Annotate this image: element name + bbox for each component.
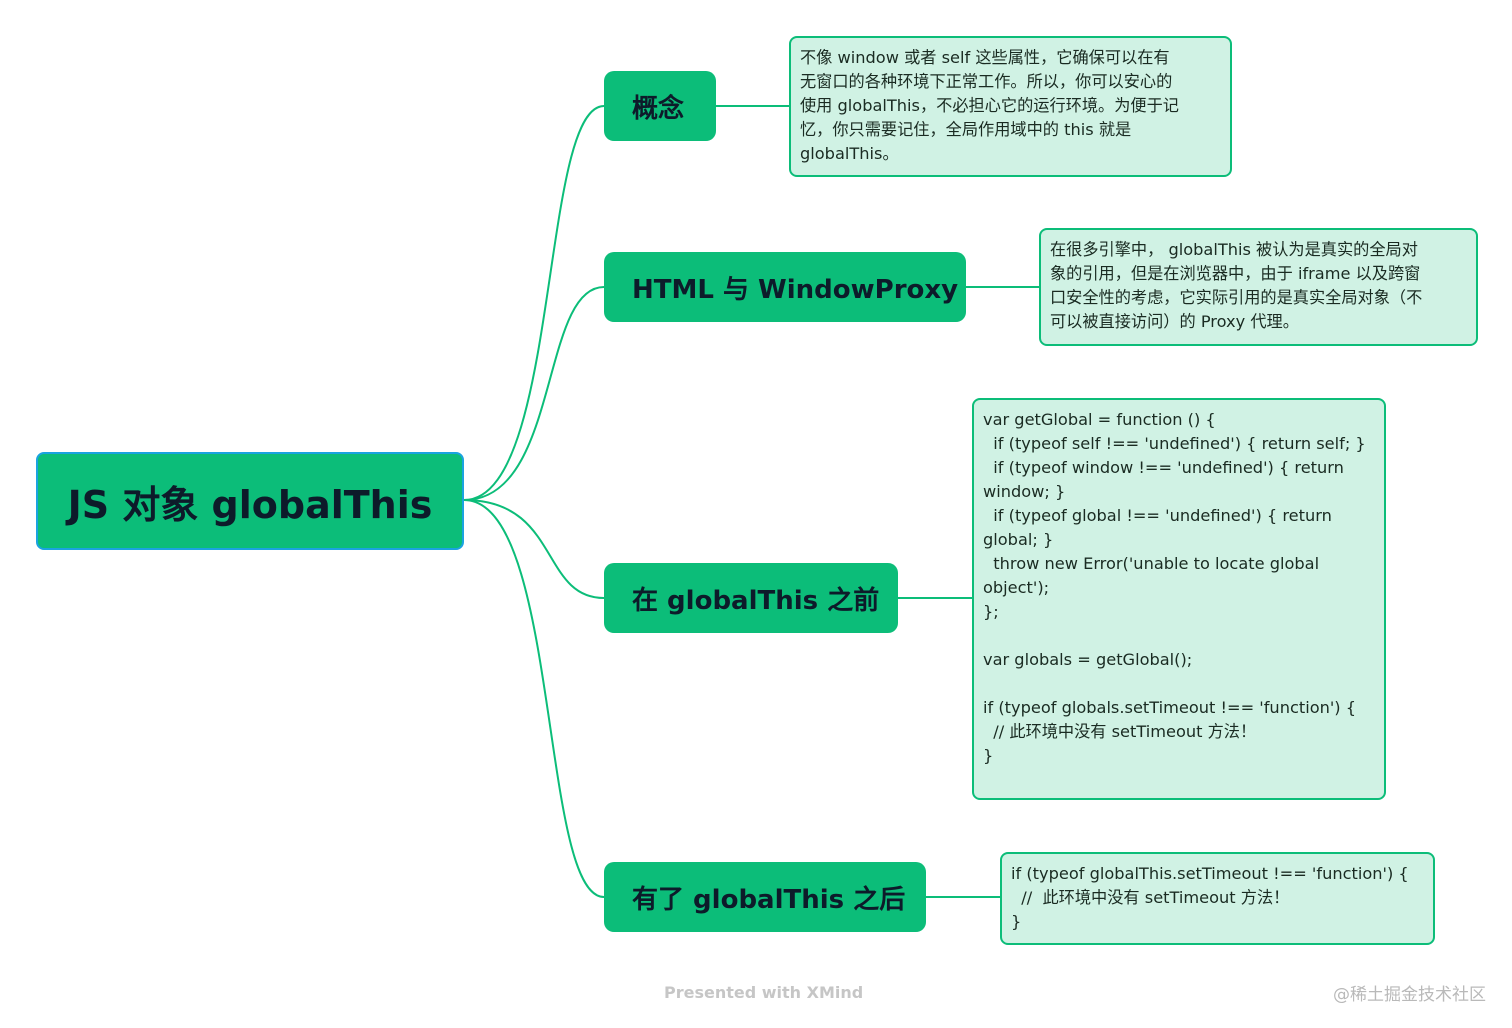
note-line: // 此环境中没有 setTimeout 方法！ [983, 722, 1257, 741]
root-topic[interactable]: JS 对象 globalThis [36, 452, 464, 550]
note-line: object'); [983, 578, 1050, 597]
note-line [983, 624, 1375, 648]
note-line: var globals = getGlobal(); [983, 650, 1193, 669]
note-line: globalThis。 [800, 144, 899, 163]
note-line: // 此环境中没有 setTimeout 方法！ [1011, 888, 1290, 907]
note-line: var getGlobal = function () { [983, 410, 1216, 429]
note-line: } [983, 746, 994, 765]
note-line: if (typeof globalThis.setTimeout !== 'fu… [1011, 864, 1409, 883]
note-line: 象的引用，但是在浏览器中，由于 iframe 以及跨窗 [1050, 264, 1421, 283]
note-line: window; } [983, 482, 1066, 501]
note-line: 在很多引擎中， globalThis 被认为是真实的全局对 [1050, 240, 1418, 259]
connector-root-to-after [463, 499, 605, 898]
note-line: throw new Error('unable to locate global [983, 554, 1320, 573]
note-line: 忆，你只需要记住，全局作用域中的 this 就是 [800, 120, 1132, 139]
note-concept[interactable]: 不像 window 或者 self 这些属性，它确保可以在有无窗口的各种环境下正… [789, 36, 1232, 177]
note-after-code[interactable]: if (typeof globalThis.setTimeout !== 'fu… [1000, 852, 1435, 945]
branch-after-globalthis[interactable]: 有了 globalThis 之后 [604, 862, 926, 932]
note-line [983, 672, 1375, 696]
note-windowproxy[interactable]: 在很多引擎中， globalThis 被认为是真实的全局对象的引用，但是在浏览器… [1039, 228, 1478, 346]
connector-root-to-windowproxy [463, 286, 605, 501]
branch-concept[interactable]: 概念 [604, 71, 716, 141]
note-line: }; [983, 602, 999, 621]
note-line: global; } [983, 530, 1054, 549]
note-line: 可以被直接访问）的 Proxy 代理。 [1050, 312, 1299, 331]
note-line: 使用 globalThis，不必担心它的运行环境。为便于记 [800, 96, 1179, 115]
note-line: 口安全性的考虑，它实际引用的是真实全局对象（不 [1050, 288, 1423, 307]
note-line: } [1011, 912, 1022, 931]
branch-before-globalthis[interactable]: 在 globalThis 之前 [604, 563, 898, 633]
note-line: 不像 window 或者 self 这些属性，它确保可以在有 [800, 48, 1170, 67]
note-line: if (typeof self !== 'undefined') { retur… [983, 434, 1366, 453]
note-line: if (typeof window !== 'undefined') { ret… [983, 458, 1344, 477]
connector-root-to-before [463, 499, 605, 599]
connector-root-to-concept [463, 105, 605, 501]
note-line: if (typeof globals.setTimeout !== 'funct… [983, 698, 1357, 717]
branch-html-windowproxy[interactable]: HTML 与 WindowProxy [604, 252, 966, 322]
watermark: @稀土掘金技术社区 [1333, 985, 1486, 1005]
note-line: if (typeof global !== 'undefined') { ret… [983, 506, 1332, 525]
note-line: 无窗口的各种环境下正常工作。所以，你可以安心的 [800, 72, 1173, 91]
footer-credit: Presented with XMind [664, 983, 864, 1002]
note-before-code[interactable]: var getGlobal = function () { if (typeof… [972, 398, 1386, 800]
